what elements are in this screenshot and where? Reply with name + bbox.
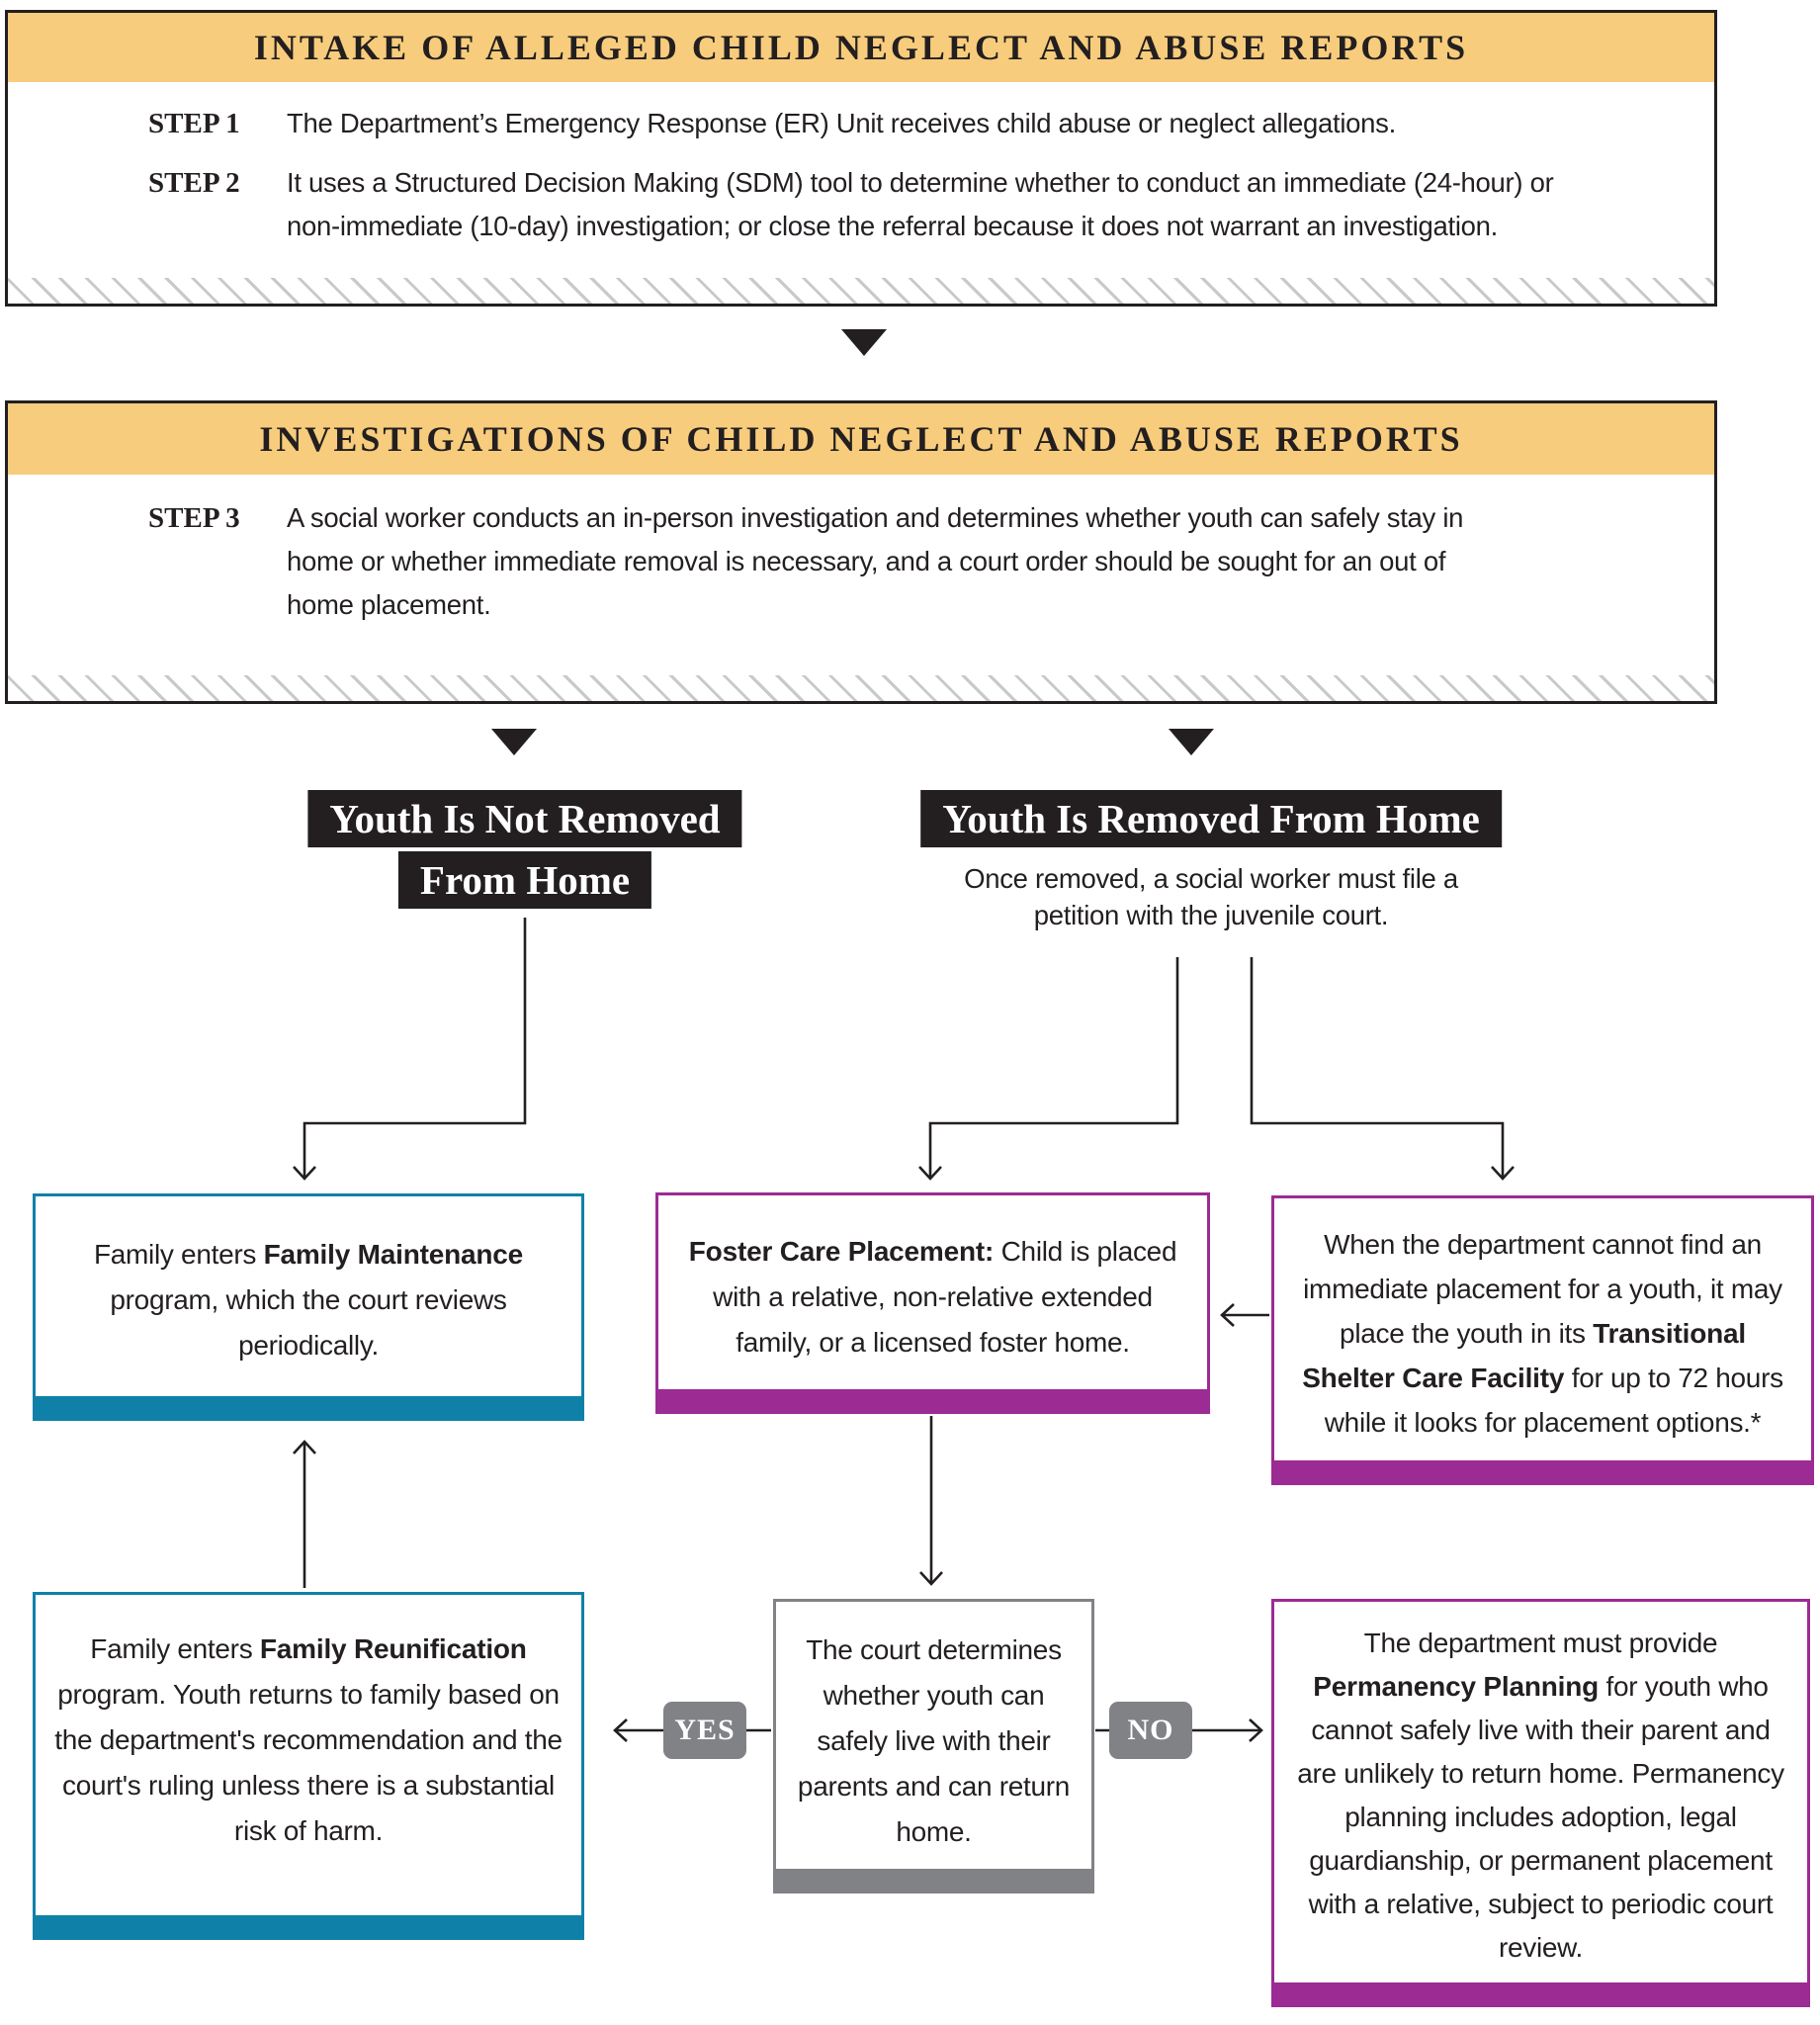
connector-not-removed-to-family-maintenance — [293, 918, 527, 1181]
step-3-row: STEP 3 A social worker conducts an in-pe… — [8, 496, 1714, 627]
family-reunification-text: Family enters Family Reunification progr… — [54, 1633, 563, 1846]
family-maintenance-accent-bar — [33, 1396, 584, 1421]
shelter-care-box: When the department cannot find an immed… — [1271, 1195, 1814, 1485]
intake-panel-hatch-strip — [8, 278, 1714, 304]
step-1-row: STEP 1 The Department’s Emergency Respon… — [8, 102, 1714, 145]
court-decision-box: The court determines whether youth can s… — [773, 1599, 1094, 1893]
step-1-label: STEP 1 — [148, 108, 240, 139]
investigations-panel: INVESTIGATIONS OF CHILD NEGLECT AND ABUS… — [5, 400, 1717, 704]
connector-removed-to-shelter — [1250, 957, 1515, 1181]
flow-down-triangle-right — [1169, 729, 1214, 755]
foster-care-text: Foster Care Placement: Child is placed w… — [688, 1236, 1177, 1358]
foster-care-box: Foster Care Placement: Child is placed w… — [655, 1192, 1210, 1414]
step-2-row: STEP 2 It uses a Structured Decision Mak… — [8, 161, 1714, 248]
permanency-planning-box: The department must provide Permanency P… — [1271, 1599, 1810, 2007]
no-badge: NO — [1109, 1702, 1192, 1759]
investigations-panel-hatch-strip — [8, 675, 1714, 701]
flow-down-triangle-intake — [841, 329, 887, 356]
step-1-text: The Department’s Emergency Response (ER)… — [287, 108, 1396, 138]
family-maintenance-text: Family enters Family Maintenance program… — [93, 1239, 524, 1361]
step-2-label: STEP 2 — [148, 167, 240, 199]
permanency-planning-accent-bar — [1271, 1982, 1810, 2007]
family-reunification-box: Family enters Family Reunification progr… — [33, 1592, 584, 1940]
shelter-care-accent-bar — [1271, 1460, 1814, 1485]
family-reunification-accent-bar — [33, 1915, 584, 1940]
intake-panel: INTAKE OF ALLEGED CHILD NEGLECT AND ABUS… — [5, 10, 1717, 307]
label-youth-not-removed-line2: From Home — [397, 851, 652, 909]
shelter-care-text: When the department cannot find an immed… — [1302, 1229, 1783, 1438]
step-3-text: A social worker conducts an in-person in… — [287, 502, 1464, 620]
investigations-panel-title: INVESTIGATIONS OF CHILD NEGLECT AND ABUS… — [8, 403, 1714, 475]
flow-down-triangle-left — [491, 729, 537, 755]
label-youth-not-removed-line1: Youth Is Not Removed — [307, 790, 742, 847]
step-3-label: STEP 3 — [148, 502, 240, 534]
intake-panel-title: INTAKE OF ALLEGED CHILD NEGLECT AND ABUS… — [8, 13, 1714, 82]
label-youth-removed: Youth Is Removed From Home — [920, 790, 1502, 847]
court-decision-text: The court determines whether youth can s… — [797, 1634, 1071, 1847]
family-maintenance-box: Family enters Family Maintenance program… — [33, 1193, 584, 1421]
foster-care-accent-bar — [655, 1389, 1210, 1414]
court-decision-accent-bar — [773, 1869, 1094, 1893]
connector-removed-to-foster-care — [918, 957, 1179, 1181]
permanency-planning-text: The department must provide Permanency P… — [1297, 1628, 1784, 1963]
label-youth-removed-caption: Once removed, a social worker must file … — [964, 863, 1458, 930]
yes-badge: YES — [663, 1702, 746, 1759]
step-2-text: It uses a Structured Decision Making (SD… — [287, 167, 1554, 241]
